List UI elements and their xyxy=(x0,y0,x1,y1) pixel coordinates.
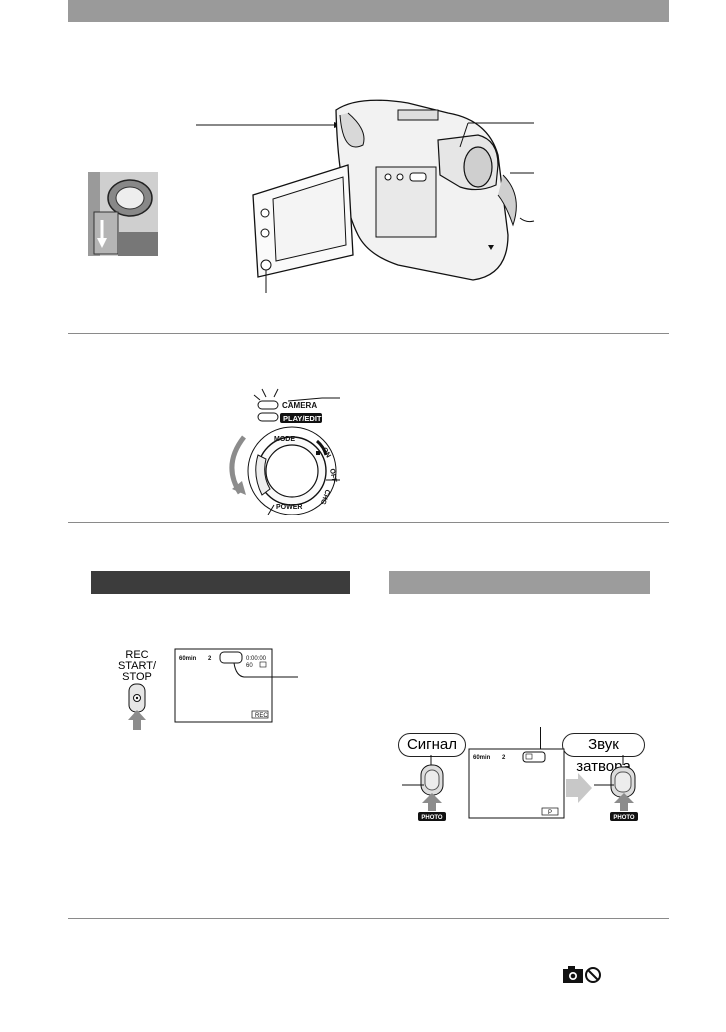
power-mode-dial: CAMERA PLAY/EDIT MODE ON OFF CHG POWER xyxy=(229,388,340,515)
signal-callout: Сигнал xyxy=(398,733,466,757)
time-counter: 0:00:00 xyxy=(246,656,267,662)
camera-icon xyxy=(563,966,583,983)
shutter-sound-callout: Звук затвора xyxy=(562,733,645,775)
photo-button-half-press: PHOTO xyxy=(402,755,446,821)
rec-label: REC xyxy=(125,649,148,661)
rec-start-stop-button: REC START/ STOP xyxy=(118,649,157,730)
photo-label: PHOTO xyxy=(613,815,635,821)
photo-label: PHOTO xyxy=(421,815,443,821)
battery-indicator: 60min xyxy=(473,755,491,761)
inset-closeup-image xyxy=(88,172,158,256)
movie-lcd-screen: 60min 2 0:00:00 60 REC xyxy=(174,648,298,723)
prohibited-icon xyxy=(585,967,601,983)
photo-button-full-press: PHOTO xyxy=(594,755,638,821)
camcorder-illustration xyxy=(196,99,535,293)
battery-indicator: 60min xyxy=(179,656,197,662)
divider xyxy=(68,333,669,334)
page-header-bar xyxy=(68,0,669,22)
mode-label: MODE xyxy=(274,436,295,443)
remaining-counter: 60 xyxy=(246,663,253,669)
camera-label: CAMERA xyxy=(282,401,317,410)
screen-mode-badge: REC xyxy=(255,713,268,719)
next-step-arrow-icon xyxy=(566,773,592,803)
photo-lcd-screen: 60min 2 P xyxy=(468,748,565,819)
power-label: POWER xyxy=(276,504,302,511)
svg-text:2: 2 xyxy=(502,755,506,761)
screen-mode-badge: P xyxy=(548,810,552,816)
svg-text:2: 2 xyxy=(208,656,212,662)
play-edit-label: PLAY/EDIT xyxy=(283,414,322,423)
divider xyxy=(68,522,669,523)
photo-section-header xyxy=(389,571,650,594)
start-label: START/ xyxy=(118,660,157,672)
off-label: OFF xyxy=(328,468,337,484)
divider xyxy=(68,918,669,919)
leader-line xyxy=(540,727,541,751)
movie-section-header xyxy=(91,571,350,594)
footer-icon-group xyxy=(563,966,601,983)
stop-label: STOP xyxy=(122,671,152,683)
